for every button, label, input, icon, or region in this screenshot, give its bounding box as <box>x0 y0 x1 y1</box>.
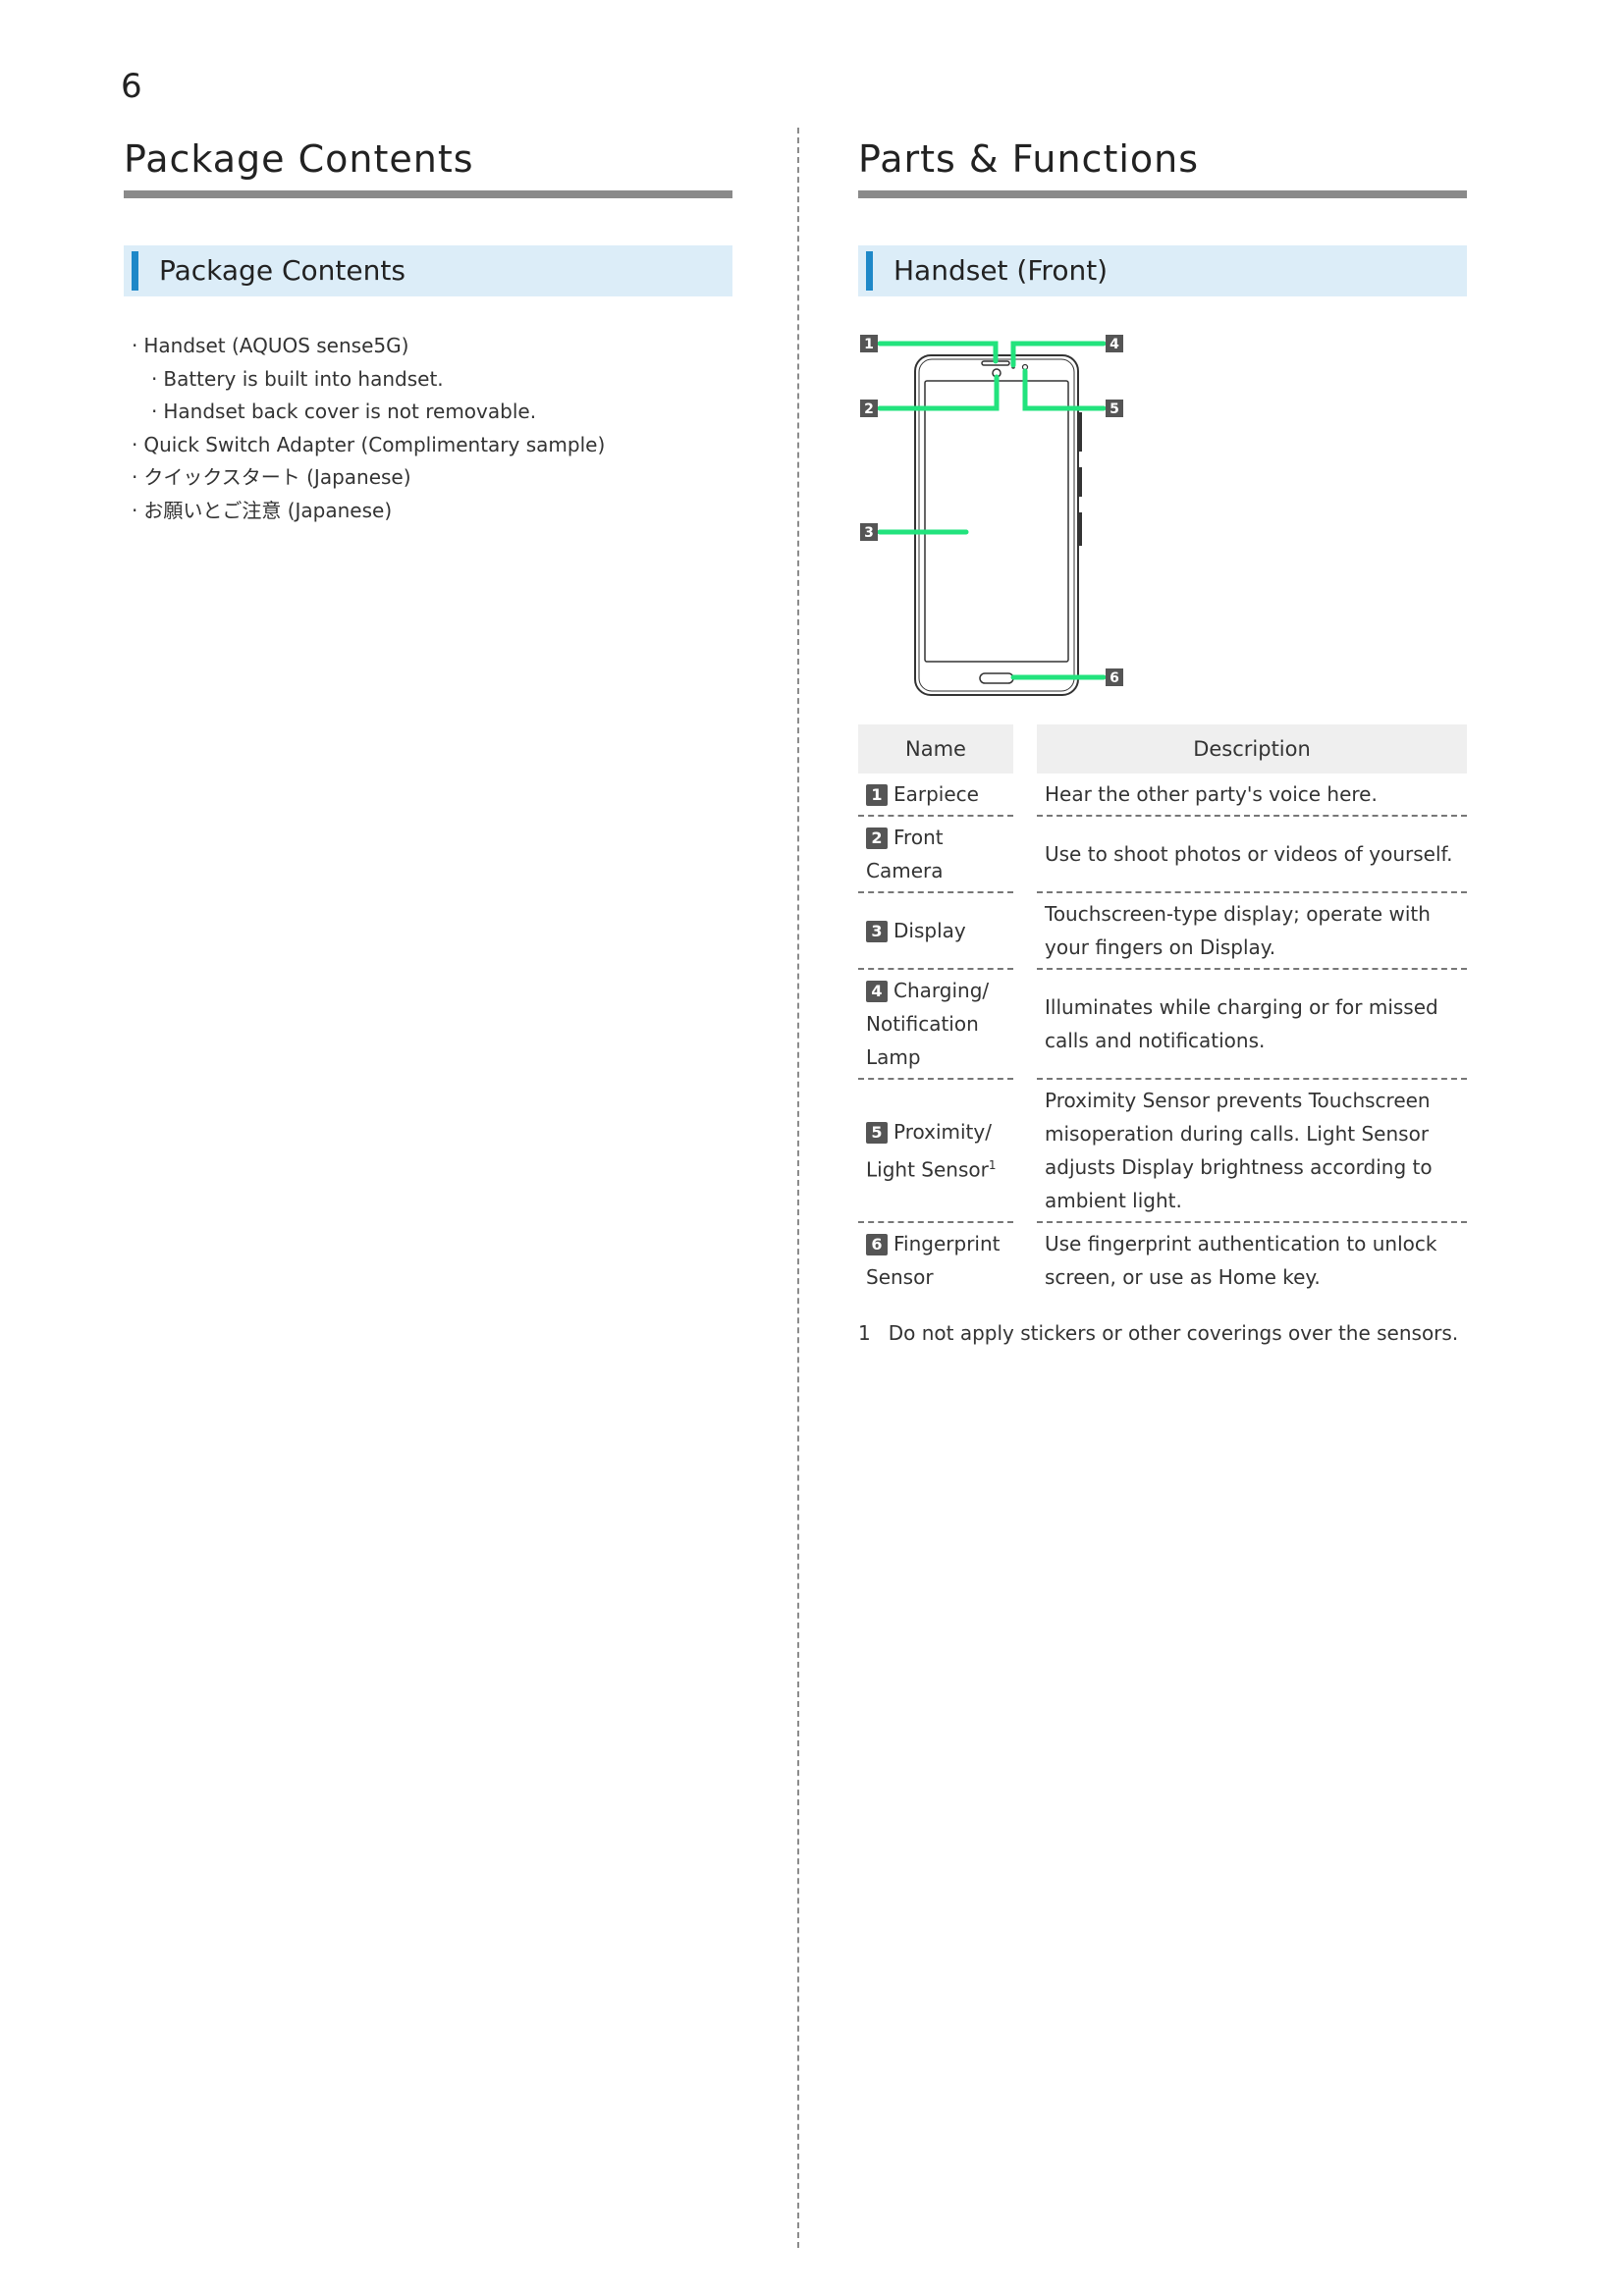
part-description: Hear the other party's voice here. <box>1037 774 1467 817</box>
footnote-marker: 1 <box>988 1157 997 1172</box>
bullet-icon: · <box>132 498 138 522</box>
part-name: Proximity/ Light Sensor <box>866 1119 992 1182</box>
list-item: ·Handset (AQUOS sense5G) <box>124 330 732 363</box>
list-item: ·Quick Switch Adapter (Complimentary sam… <box>124 429 732 462</box>
page-number: 6 <box>121 67 142 106</box>
bullet-icon: · <box>151 400 158 423</box>
list-item-text: Handset (AQUOS sense5G) <box>143 334 409 357</box>
part-number-badge: 5 <box>866 1121 888 1144</box>
list-item: ·クイックスタート (Japanese) <box>124 461 732 495</box>
section-heading-package-contents: Package Contents <box>124 245 732 296</box>
section-heading-handset-front: Handset (Front) <box>858 245 1467 296</box>
part-number-badge: 4 <box>866 981 888 1002</box>
part-name: Front Camera <box>866 826 944 882</box>
part-name: Display <box>893 919 966 942</box>
part-description: Touchscreen-type display; operate with y… <box>1037 893 1467 970</box>
list-item: ·Handset back cover is not removable. <box>124 396 732 429</box>
list-item: ·Battery is built into handset. <box>124 363 732 397</box>
bullet-icon: · <box>151 366 158 391</box>
callout-2: 2 <box>864 401 874 417</box>
leader-line-1 <box>877 341 999 364</box>
side-button <box>1078 467 1082 497</box>
callout-1: 1 <box>864 337 874 352</box>
leader-line-2 <box>877 374 1000 411</box>
list-item: ·お願いとご注意 (Japanese) <box>124 495 732 528</box>
list-item-text: Battery is built into handset. <box>163 366 444 391</box>
callout-6: 6 <box>1110 670 1119 686</box>
leader-line-4 <box>1010 341 1107 368</box>
list-item-text: Quick Switch Adapter (Complimentary samp… <box>143 432 606 456</box>
header-description: Description <box>1037 724 1467 774</box>
handset-front-diagram: 1 2 3 4 5 6 <box>858 332 1467 724</box>
part-name: Fingerprint Sensor <box>866 1232 1001 1289</box>
part-number-badge: 1 <box>866 784 888 806</box>
callout-5: 5 <box>1110 401 1119 417</box>
part-number-badge: 3 <box>866 921 888 942</box>
part-description: Use to shoot photos or videos of yoursel… <box>1037 817 1467 893</box>
package-contents-column: Package Contents Package Contents ·Hands… <box>124 137 732 527</box>
table-header-row: Name Description <box>858 724 1467 774</box>
parts-functions-column: Parts & Functions Handset (Front) <box>858 137 1467 1345</box>
part-name: Charging/ Notification Lamp <box>866 979 990 1069</box>
footnote-text: Do not apply stickers or other coverings… <box>888 1321 1459 1345</box>
list-item-text: クイックスタート (Japanese) <box>143 465 411 489</box>
list-item-text: お願いとご注意 (Japanese) <box>143 498 393 522</box>
callout-4: 4 <box>1110 337 1119 352</box>
part-number-badge: 6 <box>866 1234 888 1255</box>
part-number-badge: 2 <box>866 828 888 849</box>
list-item-text: Handset back cover is not removable. <box>163 400 537 423</box>
page-title-parts-functions: Parts & Functions <box>858 137 1467 198</box>
bullet-icon: · <box>132 432 138 456</box>
part-description: Proximity Sensor prevents Touchscreen mi… <box>1037 1080 1467 1223</box>
column-divider <box>797 128 799 2248</box>
footnote-number: 1 <box>858 1321 871 1345</box>
header-name: Name <box>858 724 1013 774</box>
handset-illustration: 1 2 3 4 5 6 <box>860 335 1123 696</box>
package-contents-list: ·Handset (AQUOS sense5G)·Battery is buil… <box>124 330 732 527</box>
side-button <box>1078 412 1082 452</box>
part-description: Illuminates while charging or for missed… <box>1037 970 1467 1080</box>
callout-3: 3 <box>864 525 874 541</box>
side-button <box>1078 512 1082 546</box>
bullet-icon: · <box>132 334 138 357</box>
part-name: Earpiece <box>893 782 979 806</box>
part-description: Use fingerprint authentication to unlock… <box>1045 1232 1437 1289</box>
footnote: 1 Do not apply stickers or other covering… <box>858 1321 1467 1345</box>
page-title-package-contents: Package Contents <box>124 137 732 198</box>
bullet-icon: · <box>132 465 138 489</box>
leader-line-5 <box>1022 368 1107 411</box>
